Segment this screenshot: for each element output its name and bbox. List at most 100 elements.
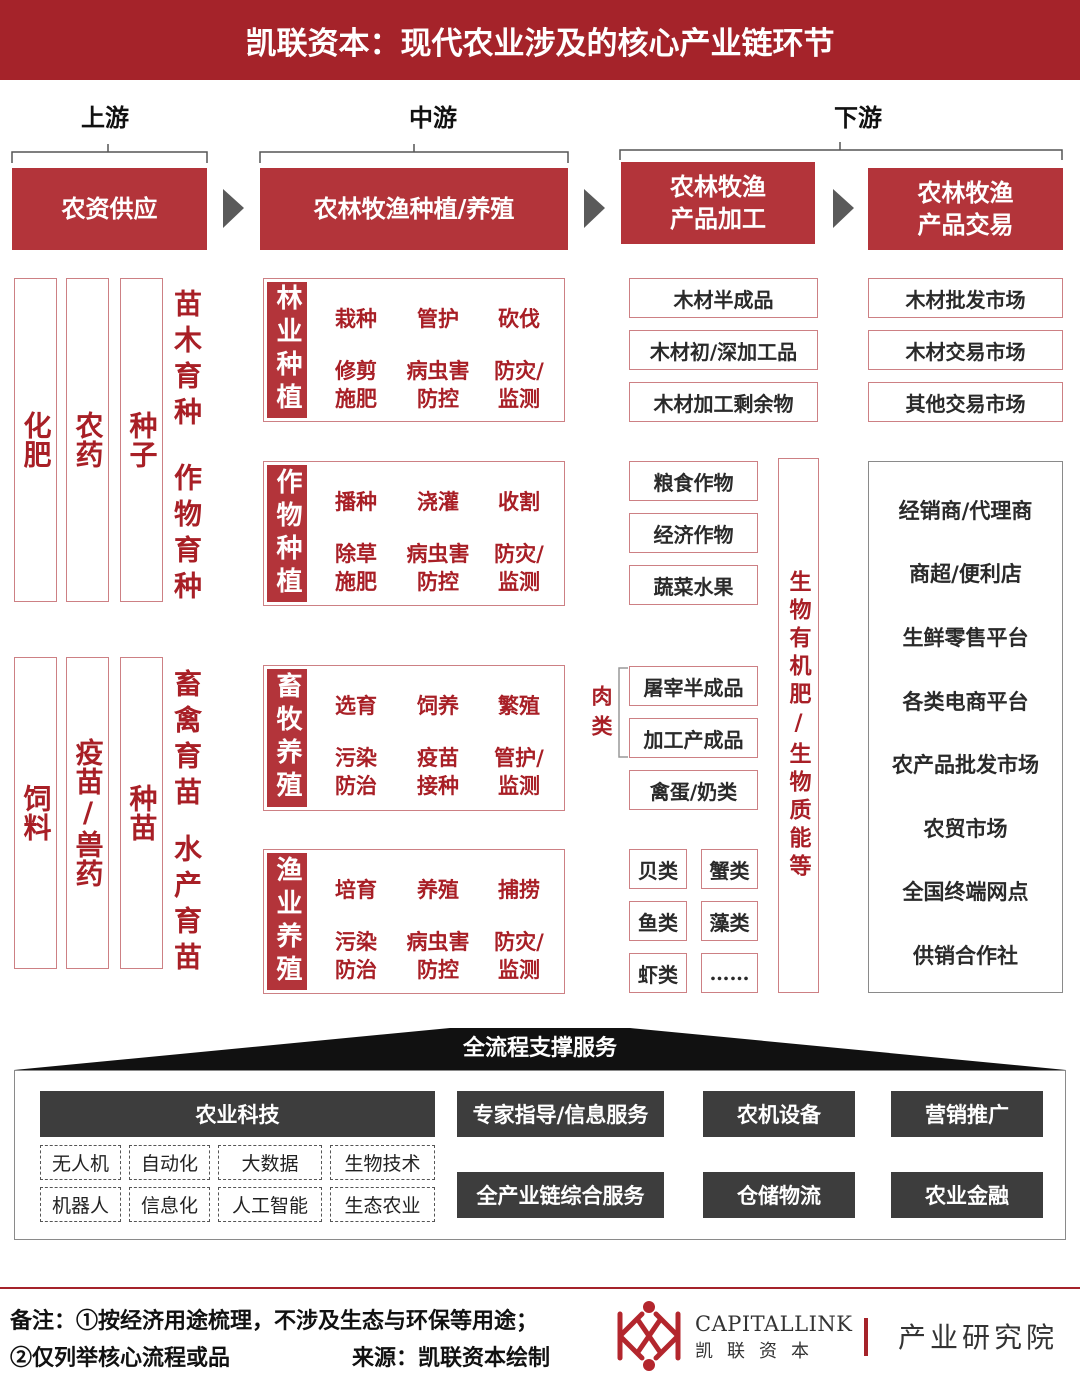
processing-item: 粮食作物 [629,461,758,501]
stage-supply: 农资供应 [12,168,207,250]
upstream-input-label: 种子 [125,411,159,469]
trading-channel: 农贸市场 [923,815,1008,841]
upstream-input-label: 农药 [71,411,105,469]
activity-item: 管护 [417,306,459,331]
upstream-seed-type: 苗木育种 [170,289,203,433]
trading-channel: 全国终端网点 [902,879,1029,905]
activity-item: 防灾/ 监测 [494,358,544,411]
upstream-seed-type: 水产育苗 [170,834,203,978]
processing-item: 屠宰半成品 [629,666,758,706]
processing-item: 木材加工剩余物 [629,382,818,422]
agritech-item: 信息化 [129,1187,210,1222]
downstream-bracket [619,142,1063,160]
upstream-input-seedling: 种苗 [120,657,163,969]
midstream-group-forestry: 林业种植 栽种 管护 砍伐 修剪 施肥 病虫害 防控 防灾/ 监测 [263,278,565,422]
midstream-group-label: 作物种植 [267,465,307,602]
upstream-bracket [11,144,208,163]
brand-name-en: CAPITALLINK [695,1312,853,1336]
support-roof [14,1028,1066,1070]
upstream-seed-type: 作物育种 [170,463,203,607]
segment-downstream-label: 下游 [834,103,882,132]
activity-item: 防灾/ 监测 [494,929,544,982]
midstream-group-livestock: 畜牧养殖 选育 饲养 繁殖 污染 防治 疫苗 接种 管护/ 监测 [263,665,565,811]
activity-item: 播种 [335,489,377,514]
institute-name: 产业研究院 [898,1321,1059,1354]
trading-channel: 商超/便利店 [909,561,1022,587]
activity-item: 浇灌 [417,489,459,514]
stage-processing: 农林牧渔 产品加工 [621,162,815,244]
midstream-group-label-text: 作物种植 [272,467,302,600]
trading-channel: 生鲜零售平台 [902,624,1029,650]
activity-item: 病虫害 防控 [406,358,470,411]
page-title: 凯联资本：现代农业涉及的核心产业链环节 [245,25,835,62]
segment-upstream-label: 上游 [81,103,129,132]
processing-byproducts-label: 生物有机肥/生物质能等 [785,569,812,882]
service-item: 全产业链综合服务 [457,1172,664,1218]
processing-item: 鱼类 [629,901,687,941]
brand-divider [864,1318,868,1356]
activity-item: 栽种 [335,306,377,331]
page-title-bar: 凯联资本：现代农业涉及的核心产业链环节 [0,0,1080,80]
activity-item: 病虫害 防控 [406,929,470,982]
processing-item: 藻类 [701,901,758,941]
activity-item: 养殖 [417,877,459,902]
meat-bracket [618,667,628,758]
service-item: 营销推广 [891,1091,1043,1137]
agritech-item: 无人机 [40,1145,121,1180]
midstream-group-label-text: 渔业养殖 [272,855,302,988]
trading-channel: 供销合作社 [913,942,1018,968]
agritech-item: 人工智能 [218,1187,322,1222]
activity-item: 培育 [335,877,377,902]
agritech-item: 机器人 [40,1187,121,1222]
activity-item: 防灾/ 监测 [494,541,544,594]
arrow-right-icon [584,189,605,228]
upstream-input-vaccine: 疫苗/兽药 [66,657,109,969]
upstream-input-label: 化肥 [19,411,53,469]
upstream-input-label: 疫苗/兽药 [71,738,105,888]
activity-item: 砍伐 [498,306,540,331]
midstream-group-label: 渔业养殖 [267,853,307,990]
activity-item: 捕捞 [498,877,540,902]
service-item: 专家指导/信息服务 [457,1091,664,1137]
activity-item: 收割 [498,489,540,514]
processing-item: 加工产成品 [629,718,758,758]
upstream-input-seed: 种子 [120,278,163,602]
activity-item: 污染 防治 [335,745,377,798]
trading-market: 其他交易市场 [868,382,1063,422]
support-panel [14,1070,1066,1240]
footer-note: 备注：①按经济用途梳理，不涉及生态与环保等用途； [10,1308,539,1334]
support-title: 全流程支撑服务 [462,1035,617,1061]
activity-item: 修剪 施肥 [335,358,377,411]
midstream-group-label: 林业种植 [267,282,307,418]
processing-item: 禽蛋/奶类 [629,770,758,810]
trading-channels: 经销商/代理商 商超/便利店 生鲜零售平台 各类电商平台 农产品批发市场 农贸市… [868,461,1063,993]
processing-item: 木材初/深加工品 [629,330,818,370]
trading-market: 木材批发市场 [868,278,1063,318]
upstream-input-label: 种苗 [125,784,159,842]
activity-item: 选育 [335,693,377,718]
stage-trading: 农林牧渔 产品交易 [868,168,1063,250]
trading-market: 木材交易市场 [868,330,1063,370]
service-item: 仓储物流 [703,1172,855,1218]
processing-item: …… [701,953,758,993]
service-item: 农业金融 [891,1172,1043,1218]
midstream-bracket [259,144,569,163]
midstream-group-label: 畜牧养殖 [267,669,307,807]
agritech-item: 大数据 [218,1145,322,1180]
activity-item: 疫苗 接种 [417,745,459,798]
activity-item: 管护/ 监测 [494,745,544,798]
arrow-right-icon [223,189,244,228]
agritech-item: 生物技术 [330,1145,435,1180]
agritech-item: 自动化 [129,1145,210,1180]
processing-item: 经济作物 [629,513,758,553]
service-item: 农机设备 [703,1091,855,1137]
upstream-input-label: 饲料 [19,784,53,842]
processing-item: 虾类 [629,953,687,993]
brand-name-cn: 凯联资本 [695,1341,823,1362]
footer-source: 来源：凯联资本绘制 [352,1345,551,1371]
upstream-input-pesticide: 农药 [66,278,109,602]
activity-item: 除草 施肥 [335,541,377,594]
stage-production: 农林牧渔种植/养殖 [260,168,568,250]
footer-note: ②仅列举核心流程或品 [10,1345,231,1371]
activity-item: 饲养 [417,693,459,718]
